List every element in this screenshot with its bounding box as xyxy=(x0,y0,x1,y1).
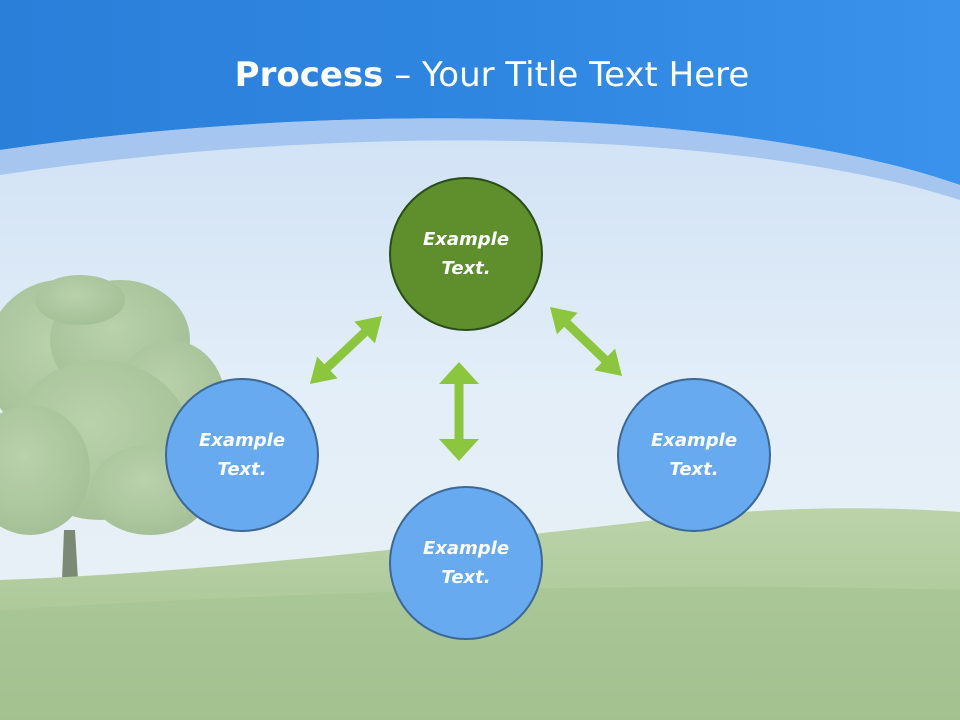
grass-front xyxy=(0,586,960,720)
header-band xyxy=(0,0,960,185)
double-arrow-top-left xyxy=(310,316,382,384)
process-node-left[interactable]: Example Text. xyxy=(165,378,319,532)
title-emphasis: Process xyxy=(234,55,384,95)
process-node-bottom[interactable]: Example Text. xyxy=(389,486,543,640)
node-label: Example Text. xyxy=(650,430,738,480)
double-arrow-top-bottom xyxy=(439,362,479,461)
node-label: Example Text. xyxy=(422,538,510,588)
title-rest: Your Title Text Here xyxy=(422,55,750,95)
double-arrow-top-right xyxy=(550,307,622,376)
process-node-right[interactable]: Example Text. xyxy=(617,378,771,532)
node-label: Example Text. xyxy=(198,430,286,480)
process-node-top[interactable]: Example Text. xyxy=(389,177,543,331)
node-label: Example Text. xyxy=(422,229,510,279)
slide-title: Process – Your Title Text Here xyxy=(0,50,960,100)
title-separator: – xyxy=(383,55,423,95)
header-swoosh xyxy=(0,118,960,200)
